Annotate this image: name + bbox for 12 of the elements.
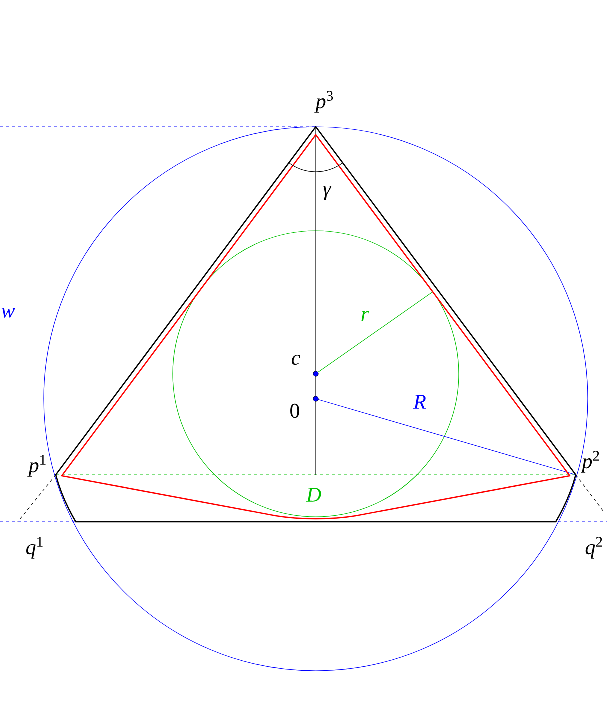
math-label: p$^{2}$ <box>580 451 600 473</box>
math-label: w <box>2 308 16 318</box>
math-label: r <box>362 311 370 321</box>
math-label: D <box>306 488 322 502</box>
math-label: 0 <box>290 404 300 418</box>
math-label: q$^{2}$ <box>586 537 602 559</box>
math-label: p$^{3}$ <box>314 91 334 113</box>
math-label: c <box>292 354 300 366</box>
math-label: p$^{1}$ <box>28 455 46 477</box>
math-label: q$^{1}$ <box>26 537 43 559</box>
math-label: R <box>413 395 426 409</box>
math-label: γ <box>323 186 332 200</box>
